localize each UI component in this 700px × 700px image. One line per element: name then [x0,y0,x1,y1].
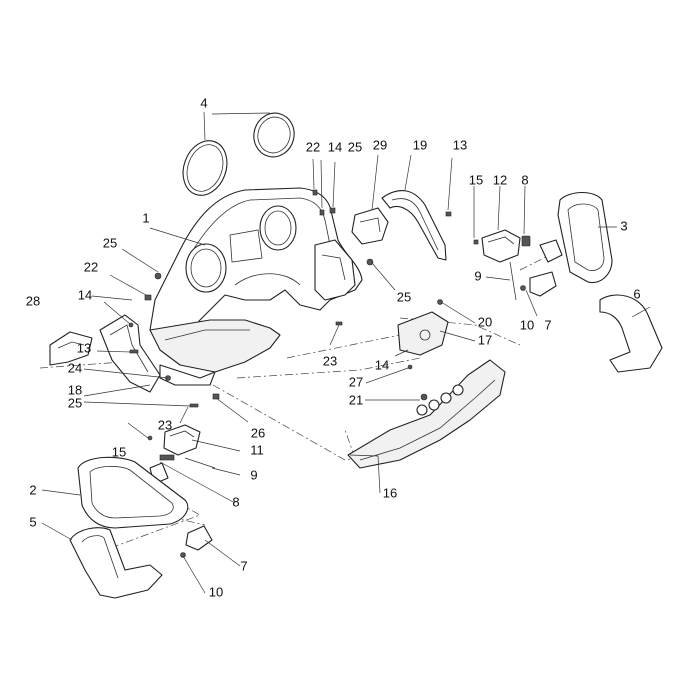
callout-labels: 4 22 14 25 29 19 13 15 12 8 3 1 25 22 9 … [26,95,641,599]
callout-10b: 10 [209,584,223,599]
callout-13: 13 [453,137,467,152]
part-19-side-trim [381,189,447,261]
part-18-left-trim-strip [99,314,171,393]
part-16-lower-dash-panel [347,359,506,469]
callout-22: 22 [306,139,320,154]
callout-12: 12 [493,172,507,187]
callout-14: 14 [328,139,342,154]
part-29-bracket [351,207,389,245]
callout-1: 1 [142,210,149,225]
part-12-switch-housing-right [473,229,563,301]
callout-5: 5 [29,514,36,529]
part-2-left-bin-lid [77,456,189,529]
callout-9b: 9 [250,467,257,482]
callout-26: 26 [251,425,265,440]
callout-23b: 23 [158,417,172,432]
callout-6: 6 [633,286,640,301]
callout-24: 24 [68,360,82,375]
callout-25d: 25 [68,395,82,410]
callout-20: 20 [478,314,492,329]
callout-15b: 15 [112,444,126,459]
callout-17: 17 [478,332,492,347]
part-17-center-cover [397,299,449,401]
part-7-switch-lower [180,525,213,558]
callout-25c: 25 [397,289,411,304]
callout-18: 18 [68,382,82,397]
part-11-switch-housing-left [147,424,216,485]
callout-19: 19 [413,137,427,152]
part-5-left-trim [69,527,163,599]
callout-10: 10 [520,317,534,332]
callout-25b: 25 [103,235,117,250]
part-3-right-bin-lid [557,191,613,284]
callout-21: 21 [349,392,363,407]
callout-16: 16 [383,485,397,500]
callout-14b: 14 [78,287,92,302]
leader-lines [41,111,651,594]
part-28-left-bracket [49,331,93,366]
callout-8b: 8 [232,494,239,509]
part-6-right-trim [599,294,663,373]
callout-9: 9 [474,268,481,283]
callout-25: 25 [348,139,362,154]
callout-11: 11 [250,442,264,457]
callout-15: 15 [469,172,483,187]
callout-8: 8 [521,172,528,187]
callout-23: 23 [323,353,337,368]
part-1-instrument-housing [149,187,363,386]
callout-27: 27 [349,374,363,389]
callout-3: 3 [620,218,627,233]
callout-28: 28 [26,293,40,308]
callout-13b: 13 [77,340,91,355]
callout-7: 7 [544,317,551,332]
callout-7b: 7 [240,558,247,573]
fasteners-housing [144,189,452,408]
callout-4: 4 [200,95,207,110]
part-4-gauge-rings [182,112,295,196]
callout-29: 29 [373,137,387,152]
callout-2: 2 [29,482,36,497]
callout-14c: 14 [375,357,389,372]
callout-22b: 22 [84,259,98,274]
